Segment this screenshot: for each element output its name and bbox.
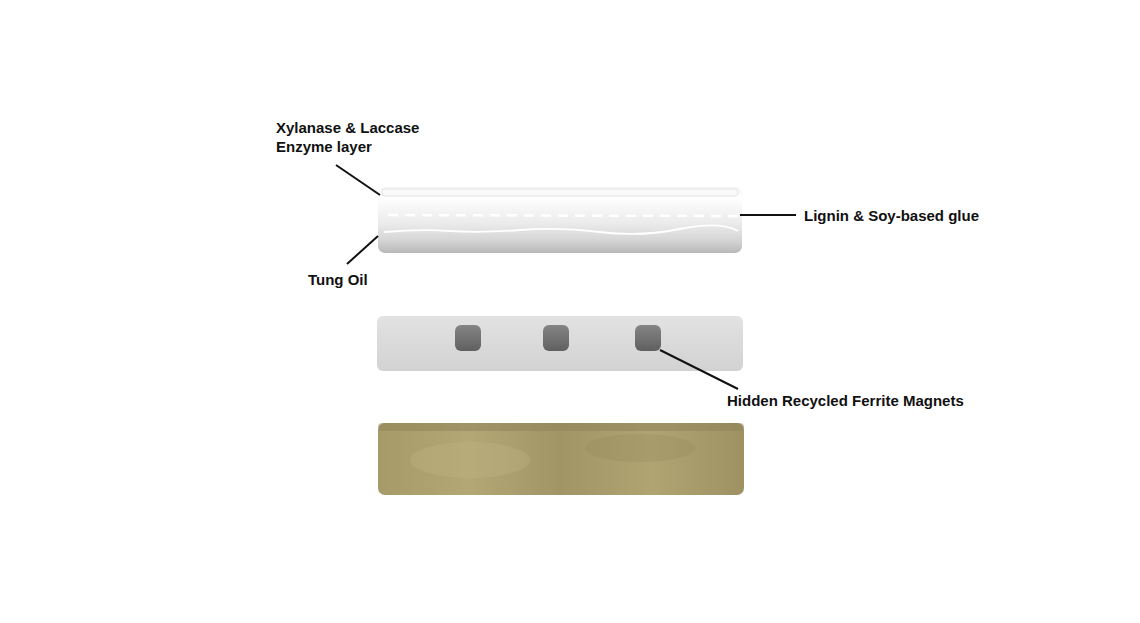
glue-line <box>388 215 740 216</box>
part-label: Xylanase & Laccase Enzyme layer <box>276 118 446 156</box>
tung-oil-line <box>384 225 738 233</box>
middle-slab <box>377 316 743 371</box>
slab-edge <box>378 423 744 431</box>
part-label: Lignin & Soy-based glue <box>804 206 979 225</box>
wood-texture <box>585 434 695 462</box>
part-label: Hidden Recycled Ferrite Magnets <box>727 391 964 410</box>
wood-texture <box>410 442 530 478</box>
magnet <box>635 325 661 351</box>
leader-line <box>740 214 796 216</box>
enzyme-layer <box>382 189 738 196</box>
top-slab <box>378 187 742 253</box>
bottom-slab <box>378 423 744 495</box>
leader-line <box>660 350 738 389</box>
magnet <box>543 325 569 351</box>
part-label: Tung Oil <box>308 270 368 289</box>
leader-line <box>336 165 380 195</box>
magnet <box>455 325 481 351</box>
leader-line <box>347 236 378 264</box>
